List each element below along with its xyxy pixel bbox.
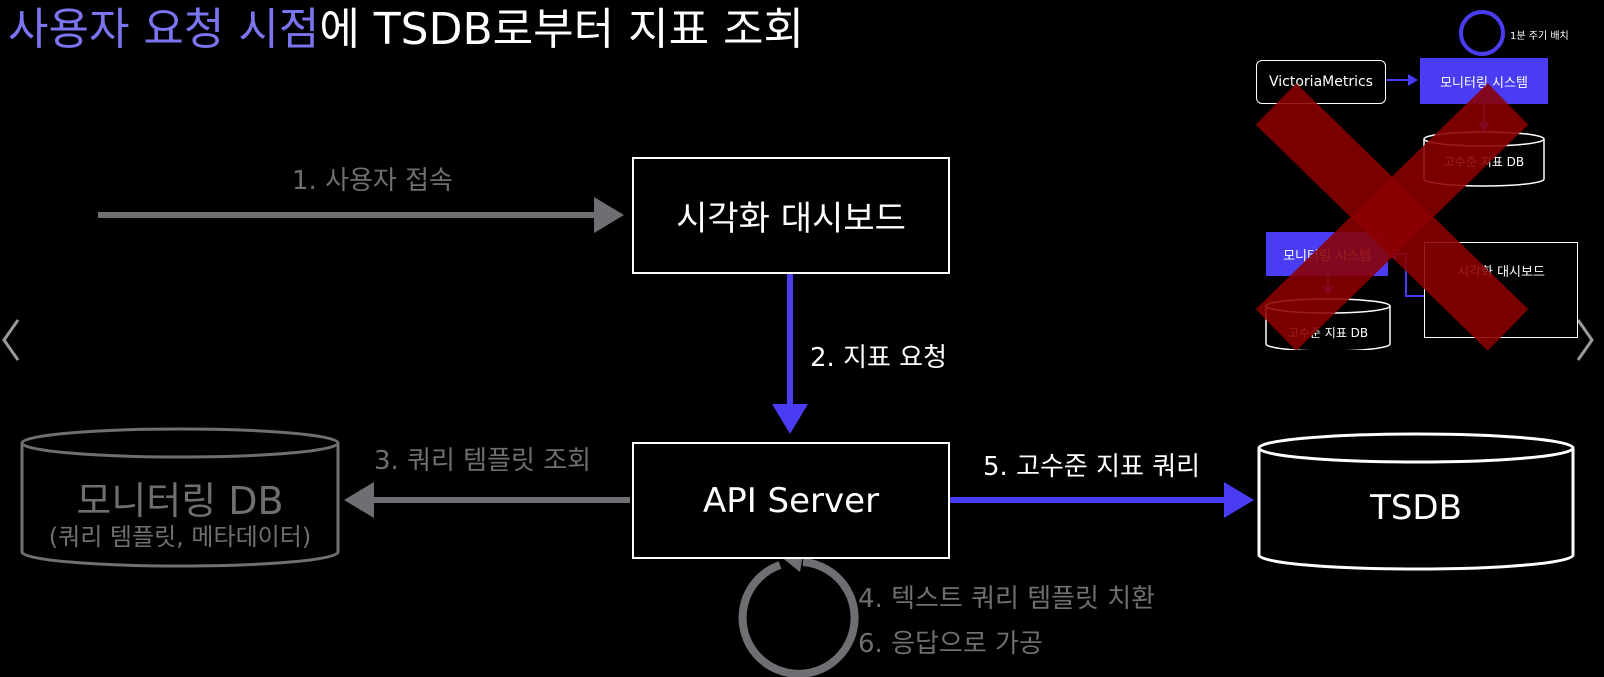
api-server-node: API Server bbox=[632, 442, 950, 559]
old-architecture-inset: 1분 주기 배치 VictoriaMetrics 모니터링 시스템 고수준 지표… bbox=[1256, 0, 1596, 350]
dashboard-node-label: 시각화 대시보드 bbox=[676, 199, 906, 239]
batch-loop bbox=[1459, 10, 1505, 56]
inset-monitoring-system-label-1: 모니터링 시스템 bbox=[1440, 75, 1528, 91]
page-title: 사용자 요청 시점에 TSDB로부터 지표 조회 bbox=[8, 2, 804, 58]
prev-slide-arrow-icon[interactable] bbox=[0, 310, 30, 370]
monitoring-db-label: 모니터링 DB bbox=[76, 479, 284, 523]
title-rest: 에 TSDB로부터 지표 조회 bbox=[319, 4, 805, 55]
api-server-node-label: API Server bbox=[702, 480, 880, 521]
edge-label-metric-request: 2. 지표 요청 bbox=[810, 343, 948, 373]
edge-label-template-substitution: 4. 텍스트 쿼리 템플릿 치환 bbox=[858, 584, 1156, 614]
edge-label-tsdb-query: 5. 고수준 지표 쿼리 bbox=[983, 452, 1201, 482]
self-loop-arrow bbox=[738, 558, 859, 677]
monitoring-db-sublabel: (쿼리 템플릿, 메타데이터) bbox=[48, 523, 312, 551]
dashboard-node: 시각화 대시보드 bbox=[632, 157, 950, 274]
title-highlight: 사용자 요청 시점 bbox=[8, 4, 320, 55]
edge-label-template-lookup: 3. 쿼리 템플릿 조회 bbox=[374, 446, 592, 476]
monitoring-db-cylinder bbox=[20, 427, 340, 568]
next-slide-arrow-icon[interactable] bbox=[1570, 310, 1600, 370]
inset-batch-label: 1분 주기 배치 bbox=[1510, 31, 1569, 42]
tsdb-label: TSDB bbox=[1370, 488, 1462, 528]
tsdb-cylinder bbox=[1257, 432, 1575, 571]
crossed-out-x-icon bbox=[1256, 83, 1529, 350]
edge-label-user-access: 1. 사용자 접속 bbox=[292, 166, 453, 196]
edge-label-response-processing: 6. 응답으로 가공 bbox=[858, 629, 1043, 659]
